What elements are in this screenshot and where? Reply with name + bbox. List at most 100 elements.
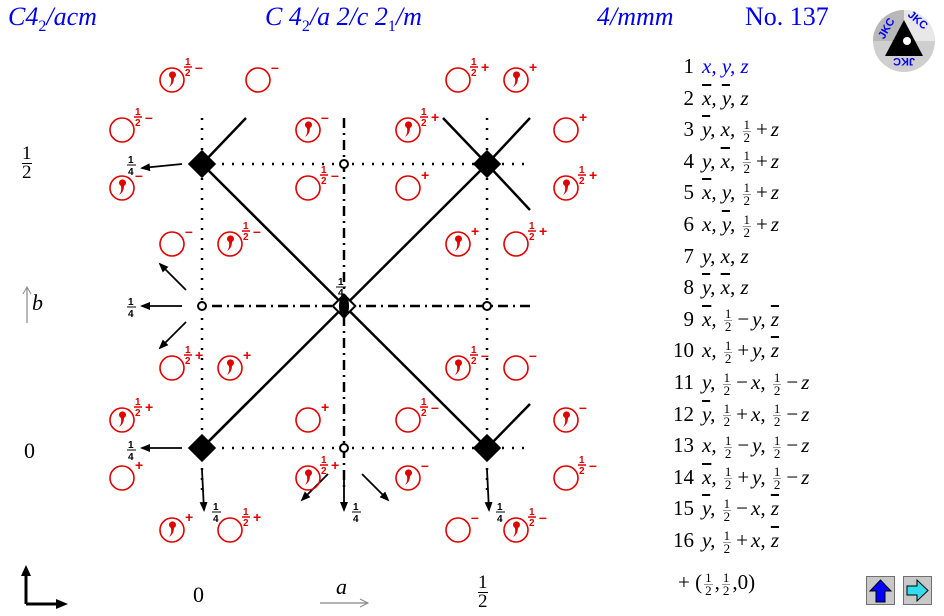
comma-icon — [513, 71, 521, 87]
svg-text:1: 1 — [471, 57, 477, 68]
position-marker-enantiomorph: 12– — [217, 221, 261, 257]
operation-number: 1 — [683, 54, 695, 78]
svg-text:–: – — [471, 509, 479, 525]
centering-frac2-n: 1 — [721, 569, 731, 585]
svg-text:1: 1 — [243, 221, 249, 232]
svg-text:–: – — [529, 347, 537, 363]
central-fourbar-axis: 1 4 — [331, 277, 357, 319]
position-marker-enantiomorph: 12+ — [553, 165, 597, 201]
comma-icon — [119, 411, 127, 427]
svg-text:+: + — [481, 59, 489, 75]
x-axis-arrow-icon — [320, 598, 370, 608]
svg-text:+: + — [243, 347, 251, 363]
position-marker: – — [159, 223, 193, 257]
position-marker: 12– — [295, 165, 339, 201]
svg-text:–: – — [579, 399, 587, 415]
position-marker: + — [395, 167, 429, 201]
general-positions: 12––12++12––12++–12–+12+–12–+12+12++12––… — [109, 57, 597, 543]
svg-text:1: 1 — [529, 221, 535, 232]
svg-text:1: 1 — [128, 155, 134, 166]
svg-text:4: 4 — [213, 514, 219, 525]
position-marker: 12– — [395, 397, 439, 433]
up-button[interactable] — [866, 576, 895, 605]
svg-text:1: 1 — [321, 165, 327, 176]
centering-sep2: , — [732, 570, 738, 594]
jkc-logo[interactable]: JKC JKC JKC — [871, 8, 937, 74]
svg-text:4: 4 — [497, 514, 503, 525]
comma-icon — [454, 235, 462, 251]
position-marker: 12+ — [217, 507, 261, 543]
position-marker: + — [553, 109, 587, 143]
x-axis-letter: a — [336, 574, 347, 599]
svg-text:+: + — [529, 59, 537, 75]
short-symbol-sub: 2 — [38, 18, 47, 35]
position-marker-enantiomorph: – — [553, 399, 587, 433]
svg-text:–: – — [145, 109, 153, 125]
full-symbol-p3: /m — [395, 2, 422, 31]
y-axis-letter: b — [32, 290, 43, 316]
position-marker: 12+ — [159, 345, 203, 381]
y-half-num: 1 — [22, 143, 32, 164]
full-symbol-sub2: 1 — [387, 18, 396, 35]
x-axis-label: a — [320, 574, 370, 608]
svg-text:1: 1 — [497, 502, 503, 513]
origin-axes-icon — [21, 565, 68, 609]
svg-text:1: 1 — [213, 502, 219, 513]
svg-text:2: 2 — [529, 232, 535, 243]
svg-text:+: + — [421, 167, 429, 183]
svg-text:2: 2 — [529, 518, 535, 529]
centering-frac2-d: 2 — [722, 582, 730, 598]
logo-text-bottom: JKC — [893, 55, 915, 67]
centering-sep1: , — [714, 570, 720, 594]
svg-text:2: 2 — [579, 176, 585, 187]
comma-icon — [227, 235, 235, 251]
svg-text:–: – — [271, 59, 279, 75]
y-axis-zero: 0 — [24, 438, 35, 463]
svg-text:+: + — [589, 167, 597, 183]
svg-text:–: – — [195, 59, 203, 75]
y-axis-arrow-icon — [22, 285, 32, 323]
point-group: 4/mmm — [597, 2, 674, 32]
position-marker-enantiomorph: + — [159, 509, 193, 543]
operation-number: 2 — [683, 85, 695, 110]
svg-text:2: 2 — [471, 356, 477, 367]
comma-icon — [454, 359, 462, 375]
next-button[interactable] — [903, 576, 932, 605]
svg-text:–: – — [589, 457, 597, 473]
position-marker: 12– — [109, 107, 153, 143]
svg-text:1: 1 — [185, 57, 191, 68]
svg-text:4: 4 — [128, 452, 134, 463]
svg-text:4: 4 — [353, 514, 359, 525]
svg-text:–: – — [253, 223, 261, 239]
position-marker-enantiomorph: – — [395, 457, 429, 491]
operation-number: 12 — [673, 401, 694, 426]
full-symbol-p2: /a 2/c 2 — [309, 2, 388, 31]
centering-open: ( — [695, 570, 703, 594]
comma-icon — [513, 521, 521, 537]
svg-text:–: – — [135, 167, 143, 183]
comma-icon — [169, 521, 176, 537]
comma-icon — [563, 411, 570, 427]
operation-number: 16 — [673, 528, 694, 552]
glide-planes-dotted — [200, 118, 530, 490]
position-marker-enantiomorph: – — [295, 109, 329, 143]
svg-text:2: 2 — [321, 466, 327, 477]
comma-icon — [405, 121, 413, 137]
full-symbol-sub1: 2 — [301, 18, 310, 35]
position-marker: + — [295, 399, 329, 433]
operation-expression: x, y, z — [702, 54, 749, 78]
